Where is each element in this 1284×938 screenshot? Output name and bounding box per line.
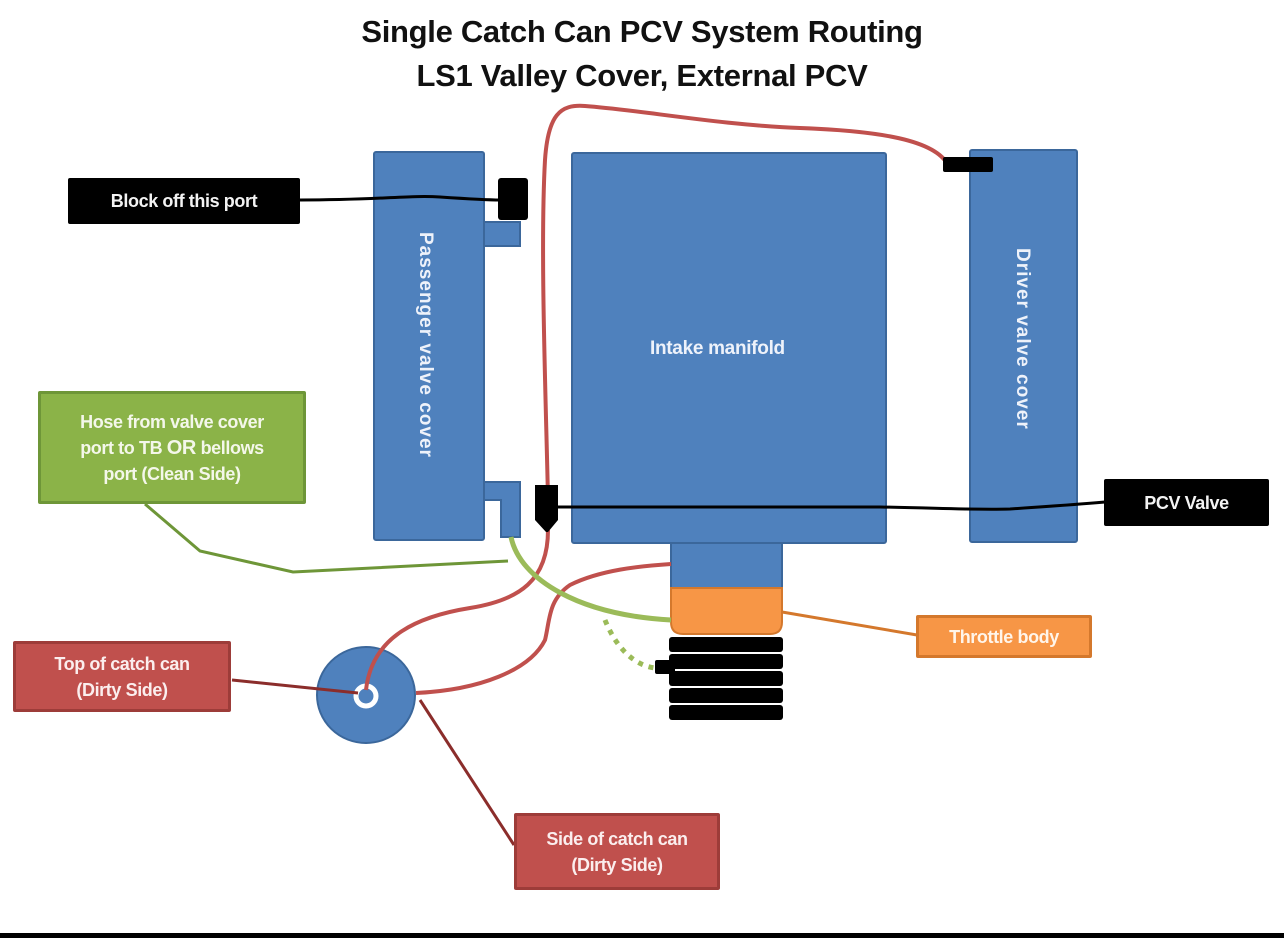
- callout-clean-line2-or: OR: [166, 436, 197, 459]
- callout-side-line1: Side of catch can: [546, 828, 688, 849]
- callout-side-line2: (Dirty Side): [571, 854, 663, 875]
- diagram-subtitle: LS1 Valley Cover, External PCV: [416, 58, 868, 93]
- callout-top-line2: (Dirty Side): [76, 679, 168, 700]
- callout-throttle-body: Throttle body: [916, 615, 1092, 658]
- intake-manifold-label: Intake manifold: [650, 338, 785, 359]
- callout-clean-side-hose: Hose from valve cover port to TB OR bell…: [38, 391, 306, 504]
- leader-side-catch-can: [418, 699, 516, 846]
- leader-throttle-body: [781, 610, 918, 637]
- callout-clean-line3: port (Clean Side): [103, 463, 241, 484]
- passenger-valve-cover-label: Passenger valve cover: [415, 232, 436, 458]
- callout-block-off-port-text: Block off this port: [110, 191, 258, 211]
- callout-block-off-port: Block off this port: [68, 178, 300, 224]
- leader-clean-hose: [144, 502, 509, 574]
- clean-hose: [508, 536, 672, 623]
- passenger-upper-port: [483, 221, 521, 247]
- callout-side-of-catch-can: Side of catch can (Dirty Side): [514, 813, 720, 890]
- pcv-valve: [535, 485, 558, 532]
- callout-top-line1: Top of catch can: [54, 653, 190, 674]
- callout-throttle-body-text: Throttle body: [949, 626, 1059, 647]
- leader-pcv-valve: [555, 500, 1106, 511]
- callout-pcv-valve: PCV Valve: [1104, 479, 1269, 526]
- callout-top-of-catch-can: Top of catch can (Dirty Side): [13, 641, 231, 712]
- callout-clean-line2: port to TB OR bellows: [80, 435, 264, 461]
- callout-clean-line2-post: bellows: [195, 437, 265, 458]
- bellows: [655, 637, 783, 720]
- dirty-hose-can-side-to-intake: [415, 562, 672, 695]
- driver-port-cap: [943, 157, 993, 172]
- leader-block-off: [299, 195, 501, 202]
- callout-clean-line2-pre: port to TB: [80, 437, 167, 458]
- passenger-lower-port: [483, 481, 521, 538]
- driver-valve-cover: [969, 149, 1078, 543]
- callout-clean-line1: Hose from valve cover: [80, 411, 264, 432]
- driver-valve-cover-label: Driver valve cover: [1012, 248, 1033, 430]
- clean-hose-bellows-alt: [602, 619, 656, 671]
- block-off-cap: [498, 178, 528, 220]
- callout-pcv-valve-text: PCV Valve: [1144, 492, 1229, 513]
- throttle-body: [670, 587, 783, 635]
- dirty-hose-driver-to-pcv: [541, 103, 950, 501]
- passenger-valve-cover: [373, 151, 485, 541]
- dirty-hose-pcv-to-can-top: [364, 529, 550, 691]
- leader-top-catch-can: [231, 678, 359, 695]
- diagram-title: Single Catch Can PCV System Routing: [361, 14, 923, 49]
- bottom-border: [0, 933, 1284, 938]
- throttle-neck: [670, 542, 783, 591]
